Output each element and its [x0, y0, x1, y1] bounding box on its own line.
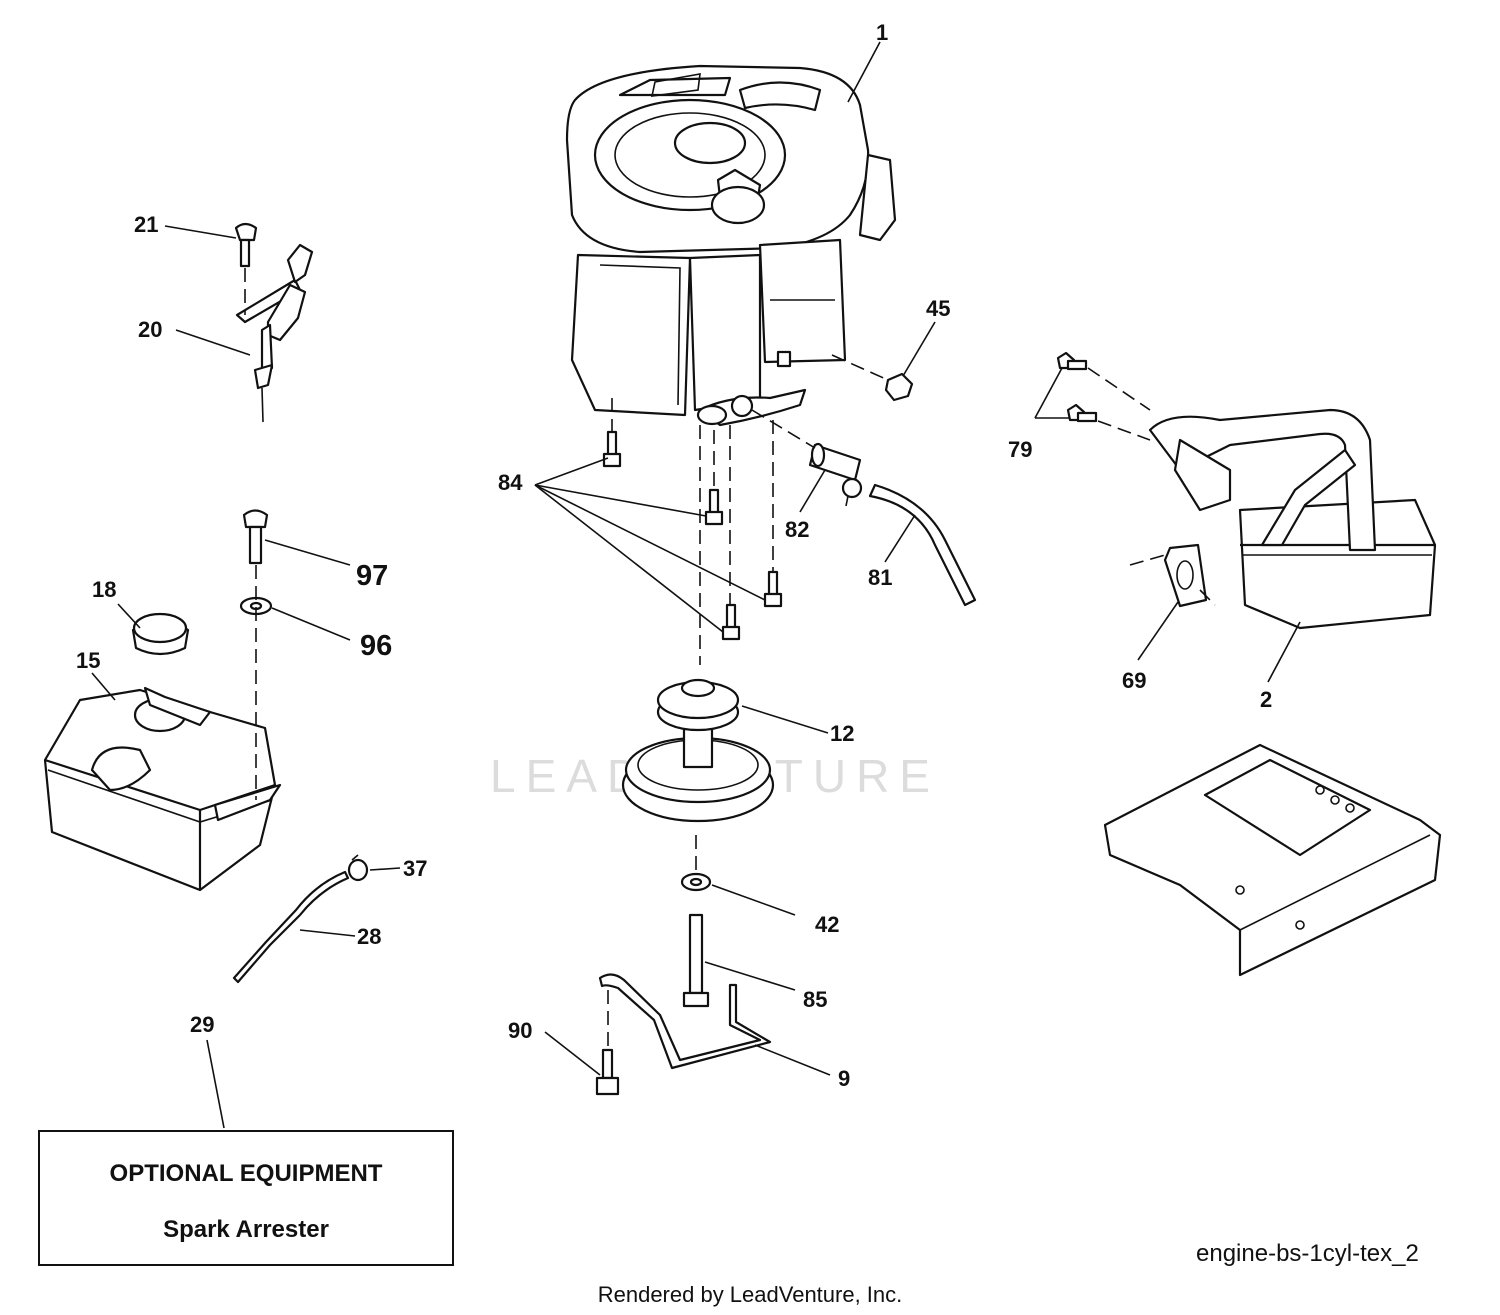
optional-equipment-title: OPTIONAL EQUIPMENT [109, 1160, 383, 1187]
callout-45: 45 [926, 296, 950, 321]
flange-nut[interactable] [884, 372, 914, 402]
callout-90: 90 [508, 1018, 532, 1043]
callout-37: 37 [403, 856, 427, 881]
spark-arrester-label: Spark Arrester [163, 1216, 329, 1243]
leader-lines [91, 41, 1301, 1129]
callout-12: 12 [830, 721, 854, 746]
callout-79: 79 [1008, 437, 1032, 462]
callout-69: 69 [1122, 668, 1146, 693]
bracket-bolt[interactable] [595, 1048, 620, 1096]
callout-9: 9 [838, 1066, 850, 1091]
callout-18: 18 [92, 577, 116, 602]
callout-97: 97 [356, 560, 388, 592]
fuel-tank-line[interactable] [232, 870, 350, 984]
callout-84: 84 [498, 470, 523, 495]
callout-1: 1 [876, 20, 888, 45]
optional-equipment-box: OPTIONAL EQUIPMENT Spark Arrester [38, 1130, 454, 1266]
callout-20: 20 [138, 317, 162, 342]
throttle-control[interactable] [234, 222, 314, 423]
render-credit: Rendered by LeadVenture, Inc. [597, 1282, 903, 1307]
alignment-lines [244, 268, 1216, 1048]
tank-bolt[interactable] [242, 509, 269, 565]
engine-bolts[interactable] [602, 430, 783, 641]
pulley-washer[interactable] [680, 872, 712, 892]
fuel-cap[interactable] [131, 612, 190, 656]
callout-15: 15 [76, 648, 100, 673]
callout-21: 21 [134, 212, 158, 237]
callout-81: 81 [868, 565, 892, 590]
engine[interactable] [565, 64, 897, 427]
callout-2: 2 [1260, 687, 1272, 712]
engine-pulley[interactable] [621, 678, 775, 823]
hose-clamp[interactable] [347, 854, 369, 882]
pulley-bolt[interactable] [682, 913, 710, 1008]
exhaust-gasket[interactable] [1163, 543, 1208, 608]
callout-85: 85 [803, 987, 827, 1012]
fuel-tank[interactable] [43, 686, 282, 892]
fuel-line[interactable] [868, 483, 977, 607]
diagram-code: engine-bs-1cyl-tex_2 [1196, 1240, 1419, 1267]
muffler-bolts[interactable] [1056, 351, 1098, 423]
engine-mount-plate[interactable] [1103, 743, 1442, 977]
callout-82: 82 [785, 517, 809, 542]
callout-29: 29 [190, 1012, 214, 1037]
callout-28: 28 [357, 924, 381, 949]
muffler[interactable] [1148, 408, 1437, 630]
callout-labels: 1 21 20 45 79 84 82 81 97 18 96 15 69 2 … [76, 20, 1272, 1091]
belt-guide-bracket[interactable] [598, 973, 772, 1070]
callout-42: 42 [815, 912, 839, 937]
fuel-valve[interactable] [808, 442, 863, 507]
callout-96: 96 [360, 630, 392, 662]
